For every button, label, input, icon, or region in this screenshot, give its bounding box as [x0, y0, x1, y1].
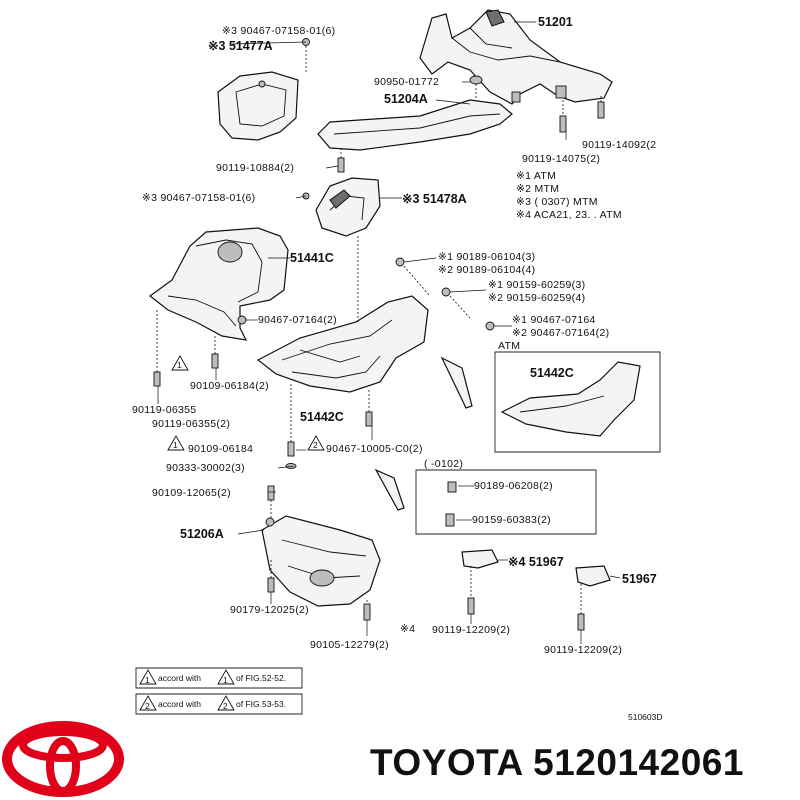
legend-fig-52: of FIG.52-52.: [236, 673, 287, 683]
note-aca21: ※4 ACA21, 23. . ATM: [516, 209, 622, 221]
callout-fastener-90467-07158-a: ※3 90467-07158-01(6): [222, 25, 336, 37]
callout-90119-06355-a: 90119-06355: [132, 404, 197, 416]
callout-51201: 51201: [538, 15, 573, 29]
legend-accord-2: accord with: [158, 699, 201, 709]
tri-number: 1: [145, 675, 150, 685]
callout-90333-30002: 90333-30002(3): [166, 462, 245, 474]
callout-90159-60383: 90159-60383(2): [472, 514, 551, 526]
callout-90467-07164-atm: ※1 90467-07164: [512, 314, 596, 326]
drawing-number: 510603D: [628, 712, 663, 722]
callout-51441C: 51441C: [290, 251, 334, 265]
crossmember-51201: [419, 9, 613, 105]
note-0307-mtm: ※3 ( 0307) MTM: [516, 196, 598, 208]
callout-90119-12209-a: 90119-12209(2): [432, 624, 511, 636]
callout-90105-12279: 90105-12279(2): [310, 639, 389, 651]
cradle-51206A: [261, 515, 381, 607]
callout-90159-60259-mtm: ※2 90159-60259(4): [488, 292, 586, 304]
callout-90467-07164-mtm: ※2 90467-07164(2): [512, 327, 610, 339]
callout-51477A: ※3 51477A: [208, 39, 273, 53]
tri-number: 1: [223, 675, 228, 685]
inset-label-atm: ATM: [498, 340, 521, 352]
callout-90467-10005: 90467-10005-C0(2): [326, 443, 423, 455]
bracket-51967-b: [575, 565, 611, 587]
callout-90119-14075: 90119-14075(2): [522, 153, 601, 165]
callout-51478A: ※3 51478A: [402, 192, 467, 206]
brand-part-number: TOYOTA 5120142061: [370, 742, 744, 783]
atm-inset: [494, 351, 661, 453]
callout-51442C-atm: 51442C: [530, 366, 574, 380]
callout-90159-60259-atm: ※1 90159-60259(3): [488, 279, 586, 291]
arrow-2: [374, 468, 405, 511]
callout-51204A: 51204A: [384, 92, 428, 106]
callout-90950-01772: 90950-01772: [374, 76, 440, 88]
leader-lines: [157, 21, 621, 644]
fasteners: [153, 38, 605, 631]
callout-51967-a: ※4 51967: [508, 555, 564, 569]
tri-number: 2: [313, 440, 318, 450]
callout-90189-06104-mtm: ※2 90189-06104(4): [438, 264, 536, 276]
brace-51204A: [317, 99, 513, 151]
note-mark-4: ※4: [400, 623, 416, 635]
tri-number: 1: [177, 360, 182, 370]
early-inset: [415, 469, 597, 535]
legend-box-1: [135, 667, 303, 689]
callout-90119-12209-b: 90119-12209(2): [544, 644, 623, 656]
inset-label-0102: ( -0102): [424, 458, 464, 470]
callout-90119-14092: 90119-14092(2: [582, 139, 657, 151]
callout-90189-06104-atm: ※1 90189-06104(3): [438, 251, 536, 263]
tri-number: 1: [173, 440, 178, 450]
callout-51442C: 51442C: [300, 410, 344, 424]
callout-90109-12065: 90109-12065(2): [152, 487, 231, 499]
callout-90189-06208: 90189-06208(2): [474, 480, 553, 492]
tri-number: 2: [145, 701, 150, 711]
assembly-lines: [156, 46, 602, 614]
callout-90109-06184-a: 90109-06184(2): [190, 380, 269, 392]
callout-90119-06355-b: 90119-06355(2): [152, 418, 231, 430]
bracket-51967-a: [461, 549, 499, 569]
tri-number: 2: [223, 701, 228, 711]
cover-51442C: [256, 295, 429, 393]
legend-accord-1: accord with: [158, 673, 201, 683]
warning-triangles: [139, 355, 325, 711]
shield-51478A: [315, 177, 381, 237]
callout-90119-10884: 90119-10884(2): [216, 162, 295, 174]
callout-fastener-90467-07158-b: ※3 90467-07158-01(6): [142, 192, 256, 204]
note-mtm: ※2 MTM: [516, 183, 560, 195]
cover-51441C: [149, 227, 289, 341]
shield-51477A: [217, 71, 299, 141]
arrow-1: [440, 356, 473, 409]
callout-90467-07164: 90467-07164(2): [258, 314, 337, 326]
note-atm: ※1 ATM: [516, 170, 557, 182]
toyota-logo-icon: [2, 721, 124, 797]
legend-fig-53: of FIG.53-53.: [236, 699, 287, 709]
legend-box-2: [135, 693, 303, 715]
callout-51206A: 51206A: [180, 527, 224, 541]
callout-90109-06184-b: 90109-06184: [188, 443, 254, 455]
callout-51967-b: 51967: [622, 572, 657, 586]
callout-90179-12025: 90179-12025(2): [230, 604, 309, 616]
